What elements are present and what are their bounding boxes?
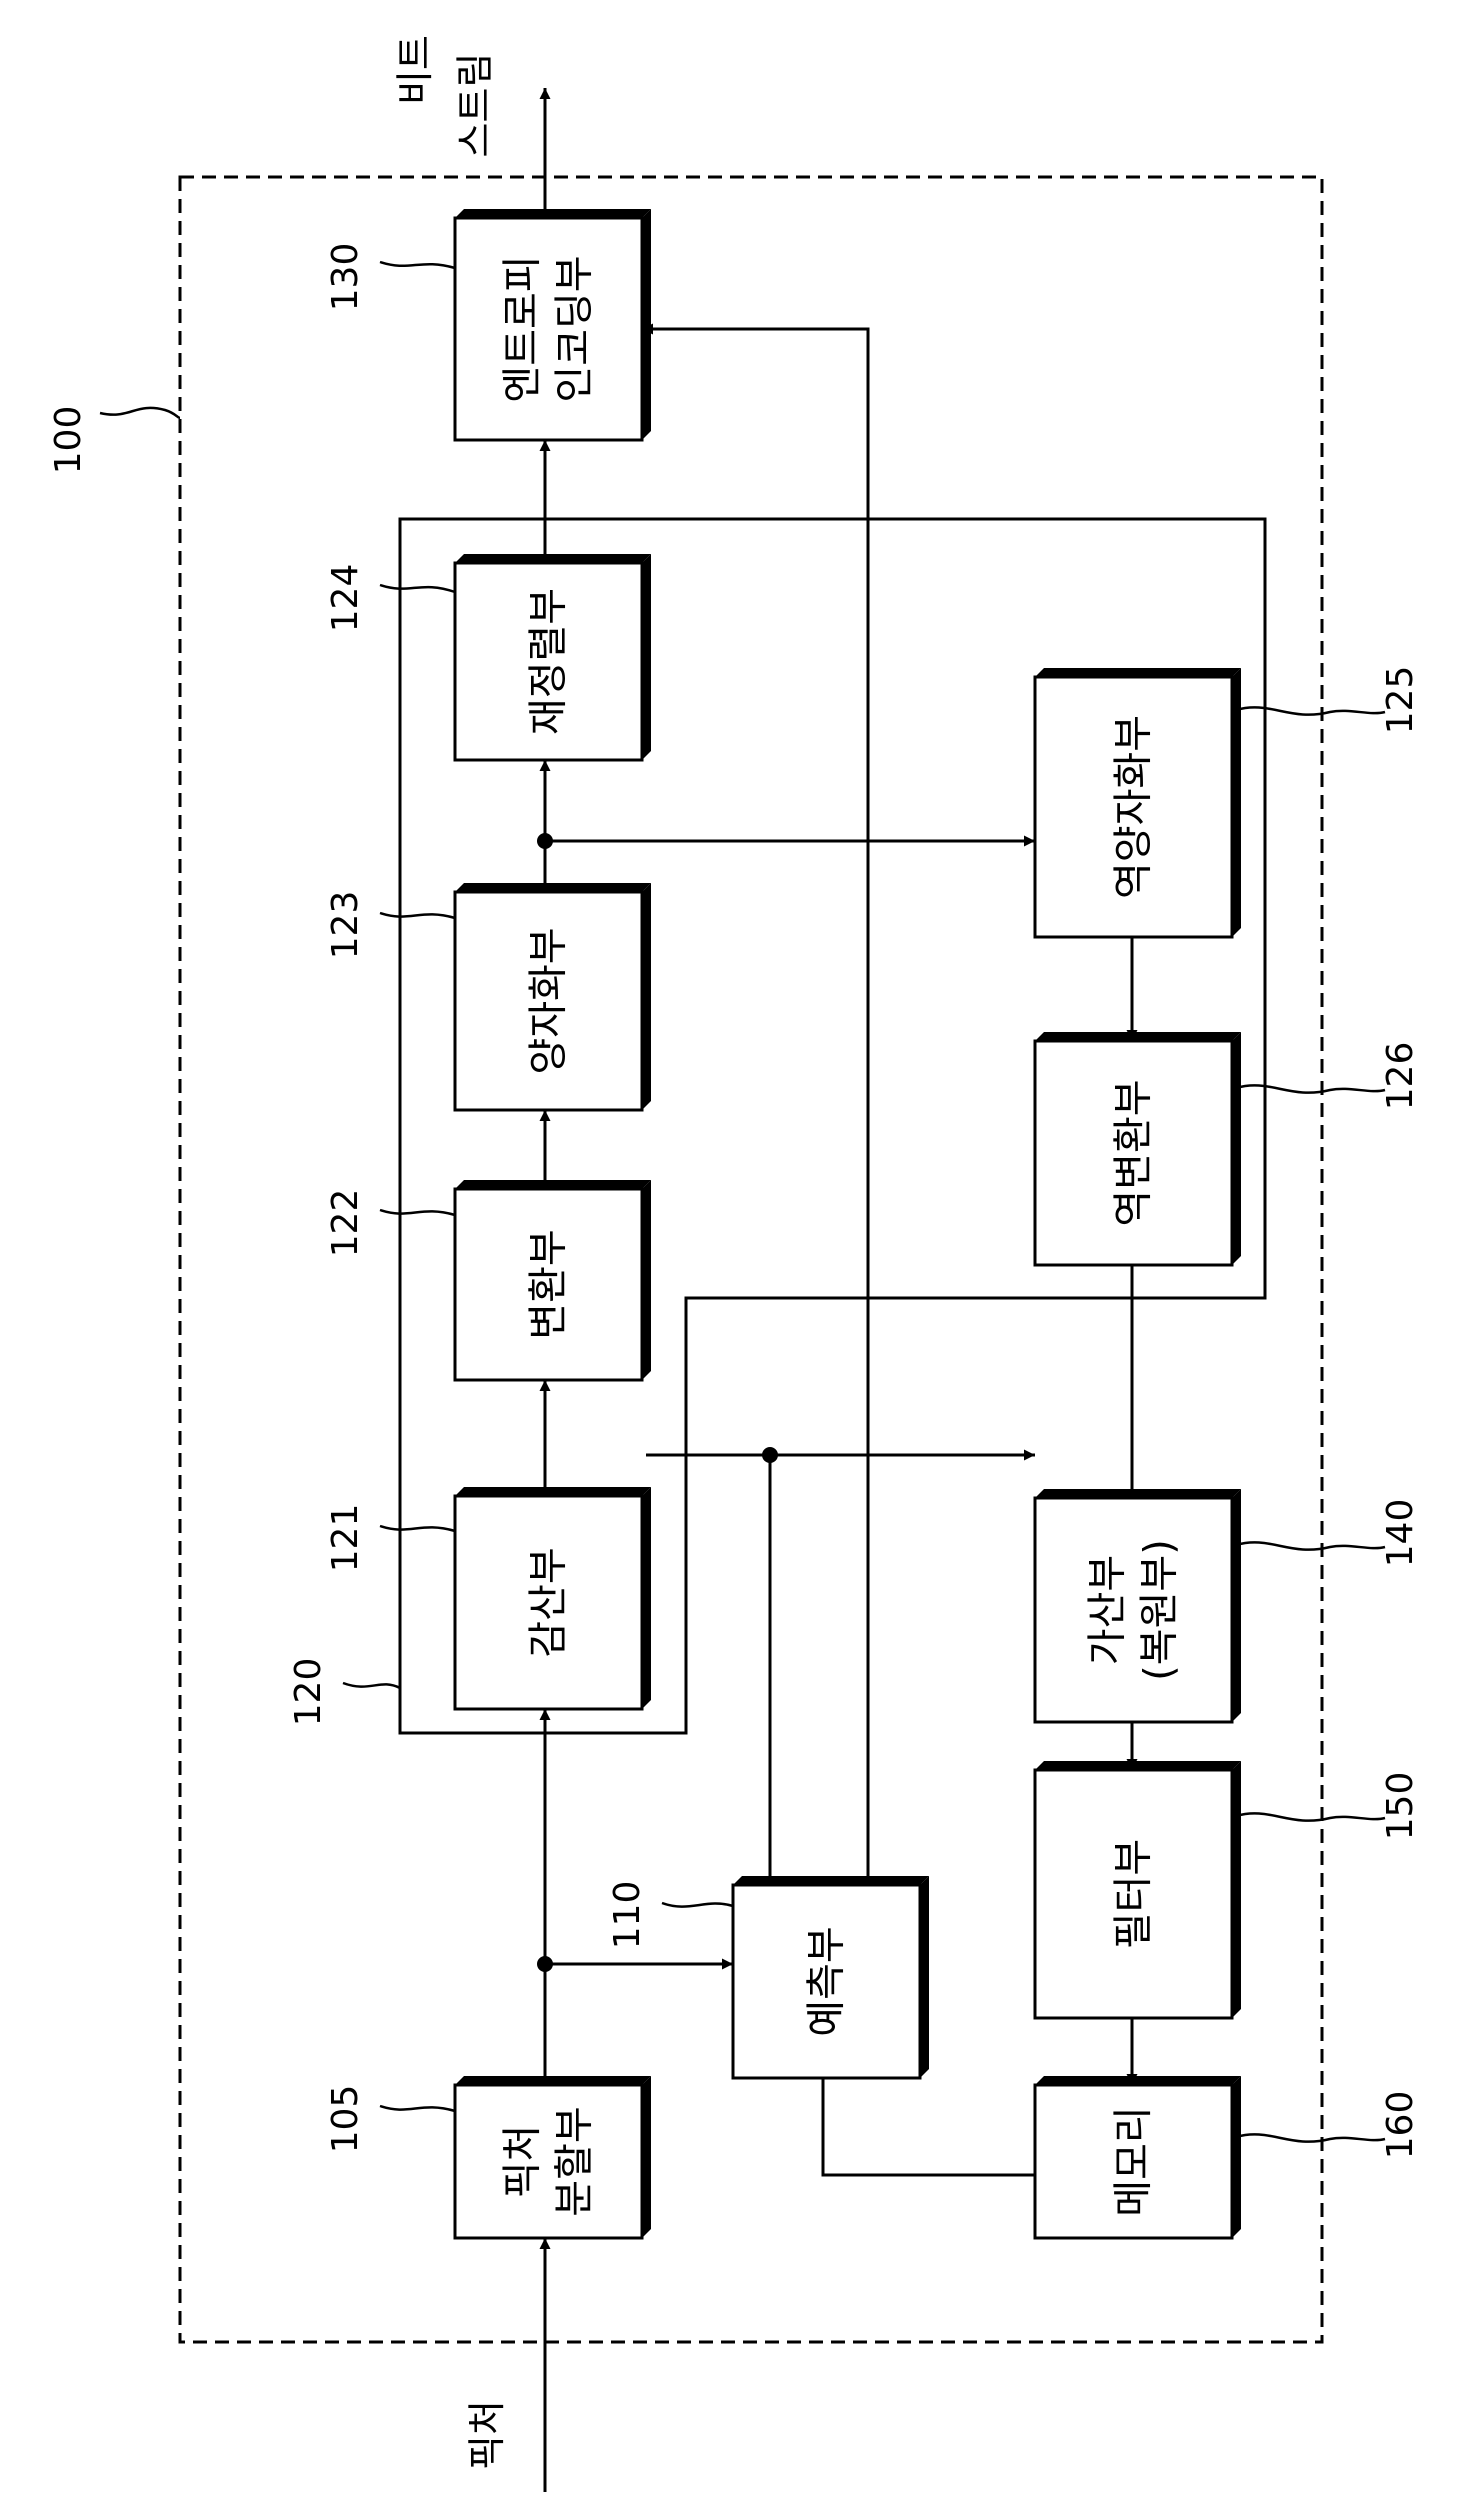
ref-number-100: 100 <box>48 406 89 475</box>
leader-line-126 <box>1236 1085 1385 1092</box>
dequantize-block: 역양자화부 <box>1035 668 1241 937</box>
ref-number-123: 123 <box>325 891 366 960</box>
junction-dot <box>762 1447 778 1463</box>
memory-block: 메모리 <box>1035 2076 1241 2238</box>
leader-line-160 <box>1236 2134 1385 2141</box>
leader-line-122 <box>380 1210 455 1215</box>
ref-number-126: 126 <box>1380 1042 1421 1111</box>
ref-number-110: 110 <box>607 1881 648 1950</box>
ref-number-160: 160 <box>1380 2091 1421 2160</box>
prediction-to-entropy-arrow <box>642 329 868 1885</box>
rearrange-block: 재정렬부 <box>455 554 651 760</box>
prediction-block-label-line1: 예측부 <box>804 1926 850 2036</box>
leader-line-150 <box>1236 1813 1385 1820</box>
picture-input-label: 픽처 <box>465 2400 509 2470</box>
ref-number-121: 121 <box>325 1504 366 1573</box>
ref-number-125: 125 <box>1380 666 1421 735</box>
leader-line-105 <box>380 2106 455 2111</box>
memory-block-label-line1: 메모리 <box>1111 2106 1157 2216</box>
inverse-transform-block: 역변환부 <box>1035 1032 1241 1265</box>
entropy-encoding-block-label-line1: 엔트로피 <box>500 255 546 402</box>
block-face <box>455 218 642 440</box>
leader-line-124 <box>380 585 455 592</box>
junction-dot <box>537 1956 553 1972</box>
entropy-encoding-block: 엔트로피인코딩부 <box>455 209 651 440</box>
picture-split-block-label-line2: 분할부 <box>552 2106 598 2216</box>
picture-split-block-label-line1: 픽처 <box>500 2125 546 2199</box>
filter-block: 필터부 <box>1035 1761 1241 2018</box>
bitstream-output-label-line1: 비트 <box>393 35 437 105</box>
leader-line-130 <box>380 262 455 268</box>
subtract-block: 감산부 <box>455 1487 651 1709</box>
leader-line-100 <box>100 408 180 418</box>
prediction-block: 예측부 <box>733 1876 929 2078</box>
ref-number-130: 130 <box>325 243 366 312</box>
memory-to-prediction-line <box>823 2078 1037 2175</box>
add-reconstruct-block: 가산부(복원부) <box>1035 1489 1241 1722</box>
block-face <box>455 2085 642 2238</box>
add-reconstruct-block-label-line1: 가산부 <box>1085 1555 1131 1665</box>
leader-line-125 <box>1236 707 1385 714</box>
entropy-encoding-block-label-line2: 인코딩부 <box>552 255 598 402</box>
transform-block-label-line1: 변환부 <box>526 1229 572 1339</box>
quantize-block-label-line1: 양자화부 <box>526 927 572 1074</box>
leader-line-123 <box>380 913 455 918</box>
leader-line-140 <box>1236 1542 1385 1549</box>
leader-line-120 <box>343 1683 400 1688</box>
filter-block-label-line1: 필터부 <box>1111 1839 1157 1949</box>
block-face <box>1035 1498 1232 1722</box>
inverse-transform-block-label-line1: 역변환부 <box>1111 1079 1157 1226</box>
leader-line-121 <box>380 1526 455 1531</box>
ref-number-150: 150 <box>1380 1772 1421 1841</box>
subtract-block-label-line1: 감산부 <box>526 1547 572 1657</box>
transform-block: 변환부 <box>455 1180 651 1380</box>
quantize-block: 양자화부 <box>455 883 651 1110</box>
rearrange-block-label-line1: 재정렬부 <box>526 588 572 735</box>
junction-dot <box>537 833 553 849</box>
ref-number-120: 120 <box>288 1658 329 1727</box>
picture-split-block: 픽처분할부 <box>455 2076 651 2238</box>
bitstream-output-label-line2: 스트림 <box>453 53 497 158</box>
ref-number-140: 140 <box>1380 1499 1421 1568</box>
ref-number-122: 122 <box>325 1189 366 1258</box>
add-reconstruct-block-label-line2: (복원부) <box>1137 1539 1183 1681</box>
ref-number-124: 124 <box>325 564 366 633</box>
ref-number-105: 105 <box>325 2085 366 2154</box>
leader-line-110 <box>662 1903 733 1907</box>
dequantize-block-label-line1: 역양자화부 <box>1111 715 1157 899</box>
